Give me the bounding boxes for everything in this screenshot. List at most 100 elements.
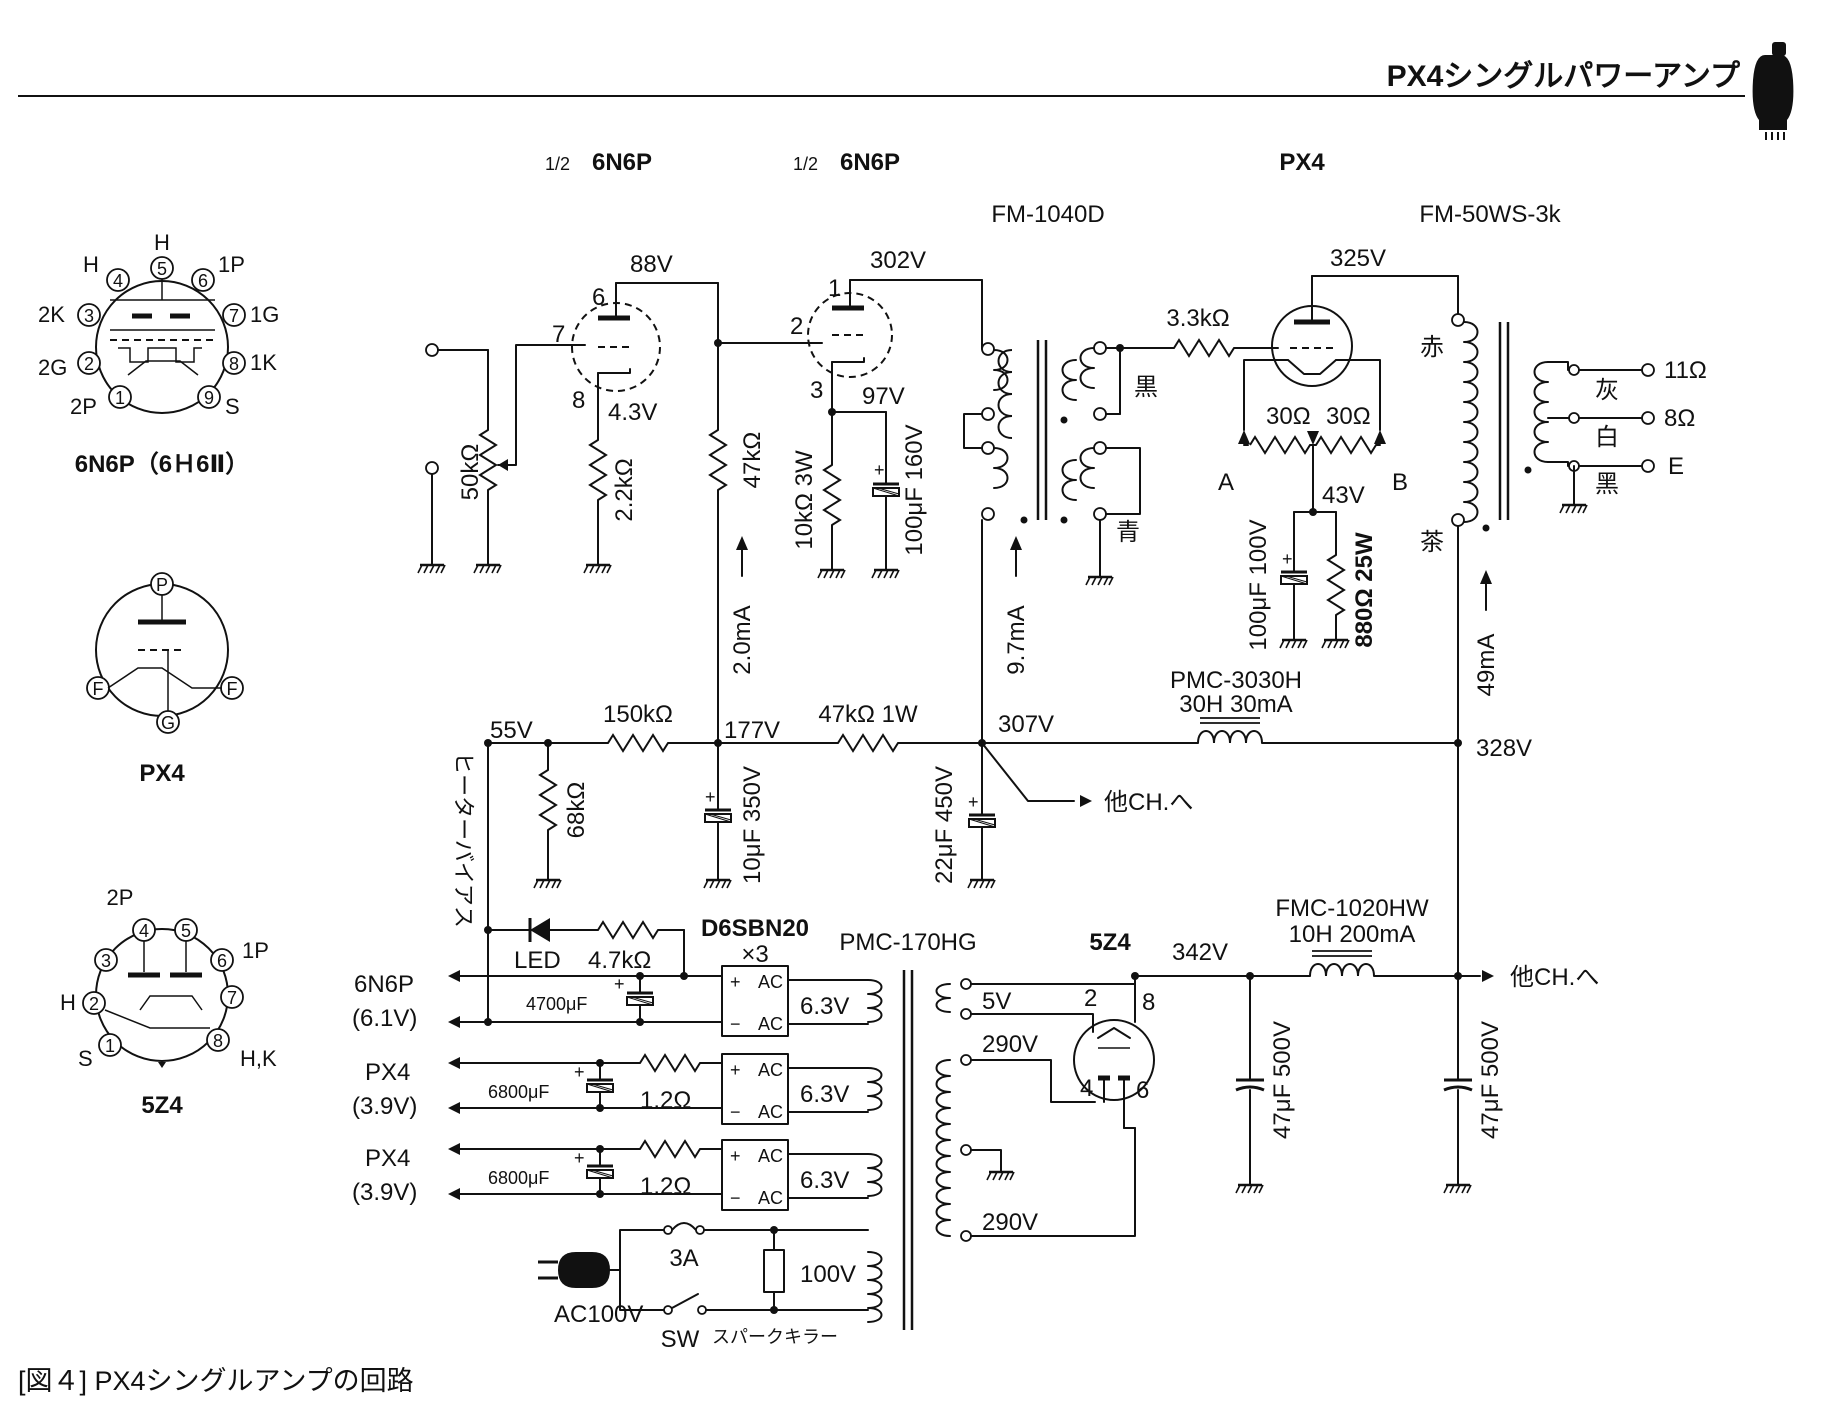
v2-half-label: 1/2 (793, 154, 818, 174)
voltage-177v: 177V (724, 717, 780, 744)
bridge2-minus: − (730, 1102, 741, 1122)
v2-pin-cathode: 3 (810, 377, 823, 404)
pinout-5z4-caption: 5Z4 (141, 1092, 183, 1119)
pin-label-1g: 1G (250, 302, 279, 327)
rect-pin-8: 8 (1142, 989, 1155, 1016)
speaker-terminal-11[interactable] (1641, 363, 1655, 377)
pin-label-1k: 1K (250, 350, 277, 375)
5z4-pin-3: 3 (101, 951, 111, 971)
rail2-voltage: (3.9V) (352, 1093, 417, 1120)
v3-name: PX4 (1279, 149, 1325, 176)
output-transformer-name: FM-50WS-3k (1419, 201, 1561, 228)
page-title: PX4シングルパワーアンプ (1387, 60, 1741, 93)
heater-bias-label: ヒーターバイアス (451, 752, 476, 928)
rail2-tube: PX4 (365, 1059, 410, 1086)
cap6800b-plus: + (574, 1148, 585, 1168)
bridge-name: D6SBN20 (701, 915, 809, 942)
fuse-rating: 3A (669, 1245, 698, 1272)
tap-290v-a: 290V (982, 1031, 1038, 1058)
pinout-6n6p: 5 6 7 8 9 1 2 3 4 H 1P 1G 1K S 2P 2G 2K … (38, 230, 279, 478)
speaker-terminal-8[interactable] (1641, 411, 1655, 425)
input-terminal-hot[interactable] (425, 343, 439, 357)
power-transformer: PMC-170HG 5V 290V 290V (839, 929, 1136, 1330)
v1-plate-voltage: 88V (630, 251, 673, 278)
heater-winding-3-v: 6.3V (800, 1167, 849, 1194)
v1-half-label: 1/2 (545, 154, 570, 174)
speaker-terminal-e[interactable] (1641, 459, 1655, 473)
interstage-transformer-name: FM-1040D (991, 201, 1104, 228)
pin-9: 9 (204, 388, 214, 408)
bridge1-plus: + (730, 972, 741, 992)
to-other-channel-1: 他CH.へ (1104, 789, 1193, 816)
voltage-307v: 307V (998, 711, 1054, 738)
rail1-tube: 6N6P (354, 971, 414, 998)
bridge3-ac-bottom: AC (758, 1188, 783, 1208)
tap-290v-b: 290V (982, 1209, 1038, 1236)
cap10-plus: + (705, 787, 716, 807)
pinout-px4: P F F G PX4 (86, 572, 244, 787)
pin-2: 2 (84, 354, 94, 374)
ot-wire-red: 赤 (1420, 334, 1444, 361)
heater-supplies: 4700μF + 6N6P (6.1V) 6800μF + 1.2Ω PX4 (… (352, 915, 869, 1211)
ac-input-label: AC100V (554, 1301, 643, 1328)
5z4-label-s: S (78, 1046, 93, 1071)
speaker-tap-11: 11Ω (1664, 357, 1707, 384)
v1-pin-cathode: 8 (572, 387, 585, 414)
pin-4: 4 (113, 271, 123, 291)
v1-name: 6N6P (592, 149, 652, 176)
power-switch[interactable] (663, 1305, 673, 1315)
bplus-output: 342V FMC-1020HW 10H 200mA 他CH.へ 47μF 500… (1134, 895, 1599, 1195)
v2-pin-grid: 2 (790, 313, 803, 340)
px4-pin-f-right: F (227, 679, 238, 699)
input-terminal-ground[interactable] (425, 461, 439, 475)
5z4-pin-6: 6 (217, 951, 227, 971)
pin-label-1p: 1P (218, 252, 245, 277)
5z4-label-1p: 1P (242, 938, 269, 963)
px4-cap-plus: + (1282, 549, 1293, 569)
v2-name: 6N6P (840, 149, 900, 176)
px4-grid-resistor: 3.3kΩ (1166, 305, 1229, 332)
pin-label-2k: 2K (38, 302, 65, 327)
pin-1: 1 (115, 388, 125, 408)
v1-load: 47kΩ 2.0mA (709, 282, 813, 744)
bridge2-ac-top: AC (758, 1060, 783, 1080)
bplus-rail: 150kΩ 47kΩ 1W PMC-3030H 30H 30mA 55V 177… (484, 667, 1532, 890)
hum-resistor-b: 30Ω (1326, 403, 1371, 430)
pinout-6n6p-caption: 6N6P（6Ｈ6Ⅱ） (75, 451, 250, 478)
heater-winding-1-v: 6.3V (800, 993, 849, 1020)
tap-5v: 5V (982, 988, 1011, 1015)
pin-7: 7 (229, 306, 239, 326)
v1-pin-grid: 7 (552, 321, 565, 348)
bridge-qty: ×3 (741, 941, 768, 968)
ot-wire-black: 黑 (1595, 471, 1619, 498)
rect-pin-6: 6 (1136, 1077, 1149, 1104)
pin-3: 3 (84, 306, 94, 326)
hum-resistor-a: 30Ω (1266, 403, 1311, 430)
resistor-1r2-b: 1.2Ω (640, 1173, 691, 1200)
interstage-wire-black: 黒 (1134, 374, 1158, 401)
5z4-label-hk: H,K (240, 1046, 277, 1071)
tube-v1: 6 7 8 88V 4.3V 2.2kΩ (552, 251, 719, 575)
speaker-tap-e: E (1668, 453, 1684, 480)
bridge3-plus: + (730, 1146, 741, 1166)
5z4-label-2p: 2P (107, 885, 134, 910)
bridge2-ac-bottom: AC (758, 1102, 783, 1122)
5z4-pin-4: 4 (139, 921, 149, 941)
output-transformer: 赤 茶 49mA 灰 白 黑 11Ω 8Ω E (1420, 275, 1707, 1001)
v2-cathode-resistor: 10kΩ 3W (791, 450, 818, 550)
v1-load-resistor: 47kΩ (739, 432, 766, 489)
pinout-5z4: 1 2 3 4 5 6 7 8 2P 1P H S H,K 5Z4 (60, 885, 277, 1119)
bridge3-ac-top: AC (758, 1146, 783, 1166)
5z4-pin-7: 7 (227, 988, 237, 1008)
mains-input: 3A SW 100V スパークキラー AC100V (538, 1222, 869, 1353)
pin-label-h-left: H (83, 252, 99, 277)
rect-pin-2: 2 (1084, 985, 1097, 1012)
resistor-4k7: 4.7kΩ (588, 947, 651, 974)
current-output: 49mA (1473, 634, 1500, 697)
current-stage2: 9.7mA (1003, 605, 1030, 674)
spark-killer-label: スパークキラー (712, 1327, 838, 1347)
voltage-328v: 328V (1476, 735, 1532, 762)
v2-cathode-cap: 100μF 160V (901, 424, 928, 555)
